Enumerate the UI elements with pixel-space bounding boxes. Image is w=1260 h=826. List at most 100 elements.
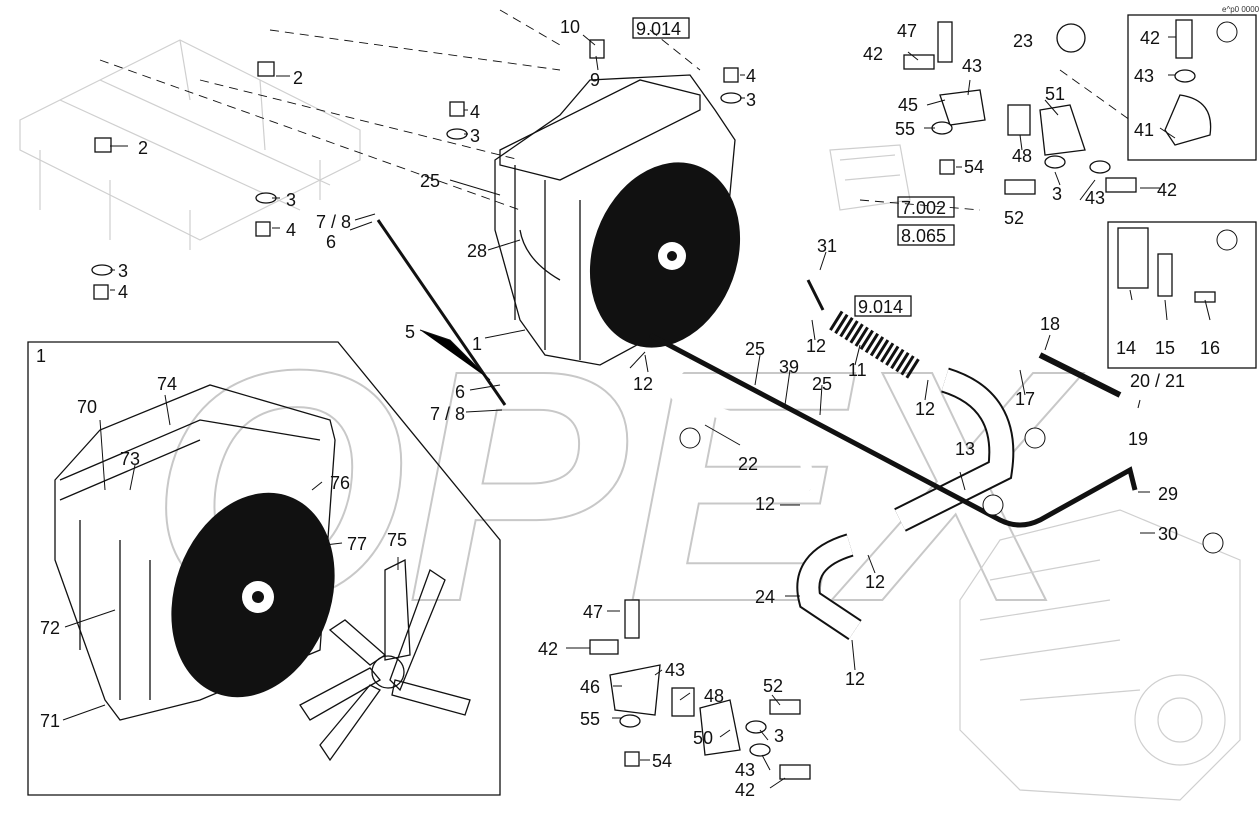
- label-77: 77: [347, 534, 367, 554]
- label-leaders: [62, 34, 1211, 789]
- label-3b: 3: [118, 261, 128, 281]
- label-74: 74: [157, 374, 177, 394]
- label-72: 72: [40, 618, 60, 638]
- label-3a: 3: [286, 190, 296, 210]
- label-3d: 3: [470, 126, 480, 146]
- label-15: 15: [1155, 338, 1175, 358]
- label-73: 73: [120, 449, 140, 469]
- label-43e: 43: [735, 760, 755, 780]
- label-3e: 3: [1052, 184, 1062, 204]
- label-12f: 12: [845, 669, 865, 689]
- ref-box-8-065: 8.065: [901, 226, 946, 246]
- ref-box-9-014-mid: 9.014: [858, 297, 903, 317]
- callout-circles: [679, 21, 1238, 554]
- label-43b: 43: [1134, 66, 1154, 86]
- label-25c: 25: [420, 171, 440, 191]
- label-7-8a: 7 / 8: [316, 212, 351, 232]
- label-3f: 3: [774, 726, 784, 746]
- label-42d: 42: [538, 639, 558, 659]
- label-23: 23: [1013, 31, 1033, 51]
- label-31: 31: [817, 236, 837, 256]
- label-25a: 25: [745, 339, 765, 359]
- label-16: 16: [1200, 338, 1220, 358]
- engine-ghost: [959, 509, 1241, 801]
- label-47b: 47: [583, 602, 603, 622]
- inset-panel: 1: [27, 341, 501, 796]
- label-4b: 4: [118, 282, 128, 302]
- label-55a: 55: [895, 119, 915, 139]
- label-4c: 4: [746, 66, 756, 86]
- corner-mark: e^p0 0000: [1222, 5, 1260, 14]
- label-45: 45: [898, 95, 918, 115]
- label-12e: 12: [865, 572, 885, 592]
- hardware-parts: [91, 19, 1216, 780]
- reference-boxes: 9.014 9.014 7.002 8.065: [632, 17, 955, 317]
- label-29: 29: [1158, 484, 1178, 504]
- label-7-8b: 7 / 8: [430, 404, 465, 424]
- label-43a: 43: [962, 56, 982, 76]
- label-51: 51: [1045, 84, 1065, 104]
- label-19: 19: [1128, 429, 1148, 449]
- label-12a: 12: [806, 336, 826, 356]
- label-9: 9: [590, 70, 600, 90]
- label-43c: 43: [1085, 188, 1105, 208]
- label-42b: 42: [1140, 28, 1160, 48]
- label-42c: 42: [1157, 180, 1177, 200]
- label-18: 18: [1040, 314, 1060, 334]
- label-42e: 42: [735, 780, 755, 800]
- label-4d: 4: [470, 102, 480, 122]
- label-12b: 12: [633, 374, 653, 394]
- label-55b: 55: [580, 709, 600, 729]
- label-13: 13: [955, 439, 975, 459]
- label-70: 70: [77, 397, 97, 417]
- label-5: 5: [405, 322, 415, 342]
- label-28: 28: [467, 241, 487, 261]
- label-3c: 3: [746, 90, 756, 110]
- label-12c: 12: [915, 399, 935, 419]
- hydraulic-block-ghost: [829, 144, 911, 211]
- chassis-frame-ghost: [19, 39, 361, 250]
- label-11: 11: [848, 360, 867, 380]
- callout-labels: 1 2 2 3 3 3 3 3 3 3 4 4 4 4 4 5 6 6 7 / …: [40, 17, 1220, 800]
- label-25b: 25: [812, 374, 832, 394]
- dashed-leaders: [99, 9, 1131, 211]
- ref-box-9-014-top: 9.014: [636, 19, 681, 39]
- inset-number: 1: [36, 346, 46, 366]
- label-39: 39: [779, 357, 799, 377]
- label-46: 46: [580, 677, 600, 697]
- label-43d: 43: [665, 660, 685, 680]
- label-2a: 2: [293, 68, 303, 88]
- ref-box-7-002: 7.002: [901, 198, 946, 218]
- label-54b: 54: [652, 751, 672, 771]
- label-20-21: 20 / 21: [1130, 371, 1185, 391]
- label-52a: 52: [1004, 208, 1024, 228]
- label-48b: 48: [704, 686, 724, 706]
- label-50: 50: [693, 728, 713, 748]
- label-41: 41: [1134, 120, 1154, 140]
- label-4a: 4: [286, 220, 296, 240]
- radiator-assembly-main: [494, 74, 741, 366]
- label-17: 17: [1015, 389, 1035, 409]
- label-47a: 47: [897, 21, 917, 41]
- label-2b: 2: [138, 138, 148, 158]
- detail-boxes: [1107, 14, 1257, 369]
- label-10: 10: [560, 17, 580, 37]
- coolant-hoses: [666, 310, 1015, 640]
- label-54a: 54: [964, 157, 984, 177]
- label-22: 22: [738, 454, 758, 474]
- label-30: 30: [1158, 524, 1178, 544]
- label-76: 76: [330, 473, 350, 493]
- label-42a: 42: [863, 44, 883, 64]
- label-48a: 48: [1012, 146, 1032, 166]
- label-12d: 12: [755, 494, 775, 514]
- label-52b: 52: [763, 676, 783, 696]
- label-14: 14: [1116, 338, 1136, 358]
- label-1: 1: [472, 334, 482, 354]
- label-71: 71: [40, 711, 60, 731]
- label-75: 75: [387, 530, 407, 550]
- label-6b: 6: [455, 382, 465, 402]
- label-24: 24: [755, 587, 775, 607]
- label-6a: 6: [326, 232, 336, 252]
